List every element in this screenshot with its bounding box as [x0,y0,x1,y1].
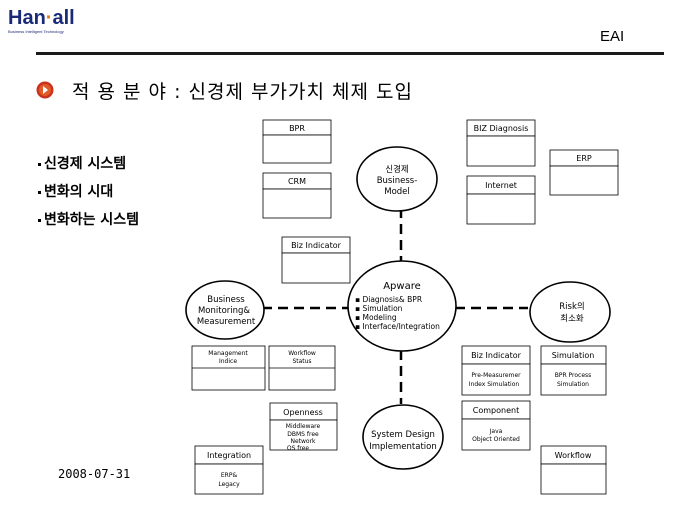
biz-indicator-bottom-label: Biz Indicator [471,351,522,360]
apware-title: Apware [383,281,421,292]
openness-line: Network [290,438,316,445]
biz-indicator-top-body [281,252,351,284]
logo-dot: · [45,7,53,29]
bullet-item: 변화하는 시스템 [38,206,139,234]
system-design-line: Implementation [369,442,437,452]
logo-text-all: all [52,7,75,29]
openness-line: DBMS free [287,431,319,438]
bullet-list: 신경제 시스템 변화의 시대 변화하는 시스템 [38,150,139,234]
bullet-item: 신경제 시스템 [38,150,139,178]
bullet-item: 변화의 시대 [38,178,139,206]
risk-ellipse [529,281,611,343]
openness-line: OS free [287,445,310,452]
openness-box-body [269,419,338,451]
title-text: 적 용 분 야 : 신경제 부가가치 체제 도입 [72,80,413,103]
bullet-text: 신경제 시스템 [44,156,127,172]
crm-box-body [262,188,332,219]
biz-indicator-top-label: Biz Indicator [291,241,342,250]
biz-indicator-bottom-line: Index Simulation [469,381,520,388]
new-economy-ellipse [356,146,438,212]
integration-box-body [194,463,264,495]
workflow-label: Workflow [555,451,592,460]
internet-box-body [466,193,536,225]
openness-line: Middleware [286,423,321,430]
arrow-bullet-icon [36,81,54,99]
erp-box-body [549,165,619,196]
integration-label: Integration [207,451,251,460]
simulation-line: BPR Process [555,372,592,379]
biz-diagnosis-label: BIZ Diagnosis [474,124,529,133]
workflow-box-body [540,463,607,495]
system-design-line: System Design [371,430,435,440]
apware-item: ▪ Diagnosis& BPR [355,295,422,304]
new-economy-line: Business- [377,176,418,186]
logo-text-han: Han [8,7,46,29]
bullet-text: 변화하는 시스템 [44,212,140,228]
workflow-status-line: Workflow [288,350,316,357]
system-design-ellipse [362,404,444,470]
component-label: Component [473,406,519,415]
crm-label: CRM [288,177,306,186]
erp-label: ERP [576,154,592,163]
apware-item: ▪ Interface/Integration [355,322,440,331]
square-bullet-icon [38,218,41,222]
business-monitoring-line: Monitoring& [198,306,250,316]
slide-title: 적 용 분 야 : 신경제 부가가치 체제 도입 [36,78,413,103]
header-divider [36,52,664,55]
business-monitoring-line: Measurement [197,317,256,327]
component-line: Object Oriented [472,436,520,443]
biz-diagnosis-box-body [466,135,536,167]
business-monitoring-ellipse [185,280,265,340]
integration-line: ERP& [221,472,238,479]
hanall-logo: Han·all Business Intelligent Technology [8,8,118,38]
workflow-status-line: Status [292,358,311,365]
new-economy-line: 신경제 [385,164,408,175]
management-indice-line: Management [208,350,248,357]
apware-item: ▪ Simulation [355,304,403,313]
integration-line: Legacy [218,481,240,488]
square-bullet-icon [38,190,41,194]
bpr-label: BPR [289,124,305,133]
new-economy-line: Model [384,187,410,197]
component-line: Java [489,428,503,435]
risk-line: Risk의 [559,301,584,312]
footer-date: 2008-07-31 [58,467,131,481]
internet-label: Internet [485,181,517,190]
square-bullet-icon [38,162,41,166]
business-monitoring-line: Business [207,295,245,305]
bpr-box-body [262,134,332,164]
management-indice-line: Indice [219,358,237,365]
biz-indicator-bottom-line: Pre-Measuremer [471,372,521,379]
simulation-box-body [540,363,607,396]
section-label: EAI [600,28,625,45]
logo-tagline: Business Intelligent Technology [8,29,64,34]
bullet-text: 변화의 시대 [44,184,114,200]
simulation-line: Simulation [557,381,589,388]
openness-label: Openness [283,408,323,417]
apware-ellipse [347,260,457,352]
biz-indicator-bottom-body [461,363,531,396]
component-box-body [461,418,531,451]
risk-line: 최소화 [560,313,584,324]
apware-item: ▪ Modeling [355,313,397,322]
simulation-label: Simulation [552,351,595,360]
